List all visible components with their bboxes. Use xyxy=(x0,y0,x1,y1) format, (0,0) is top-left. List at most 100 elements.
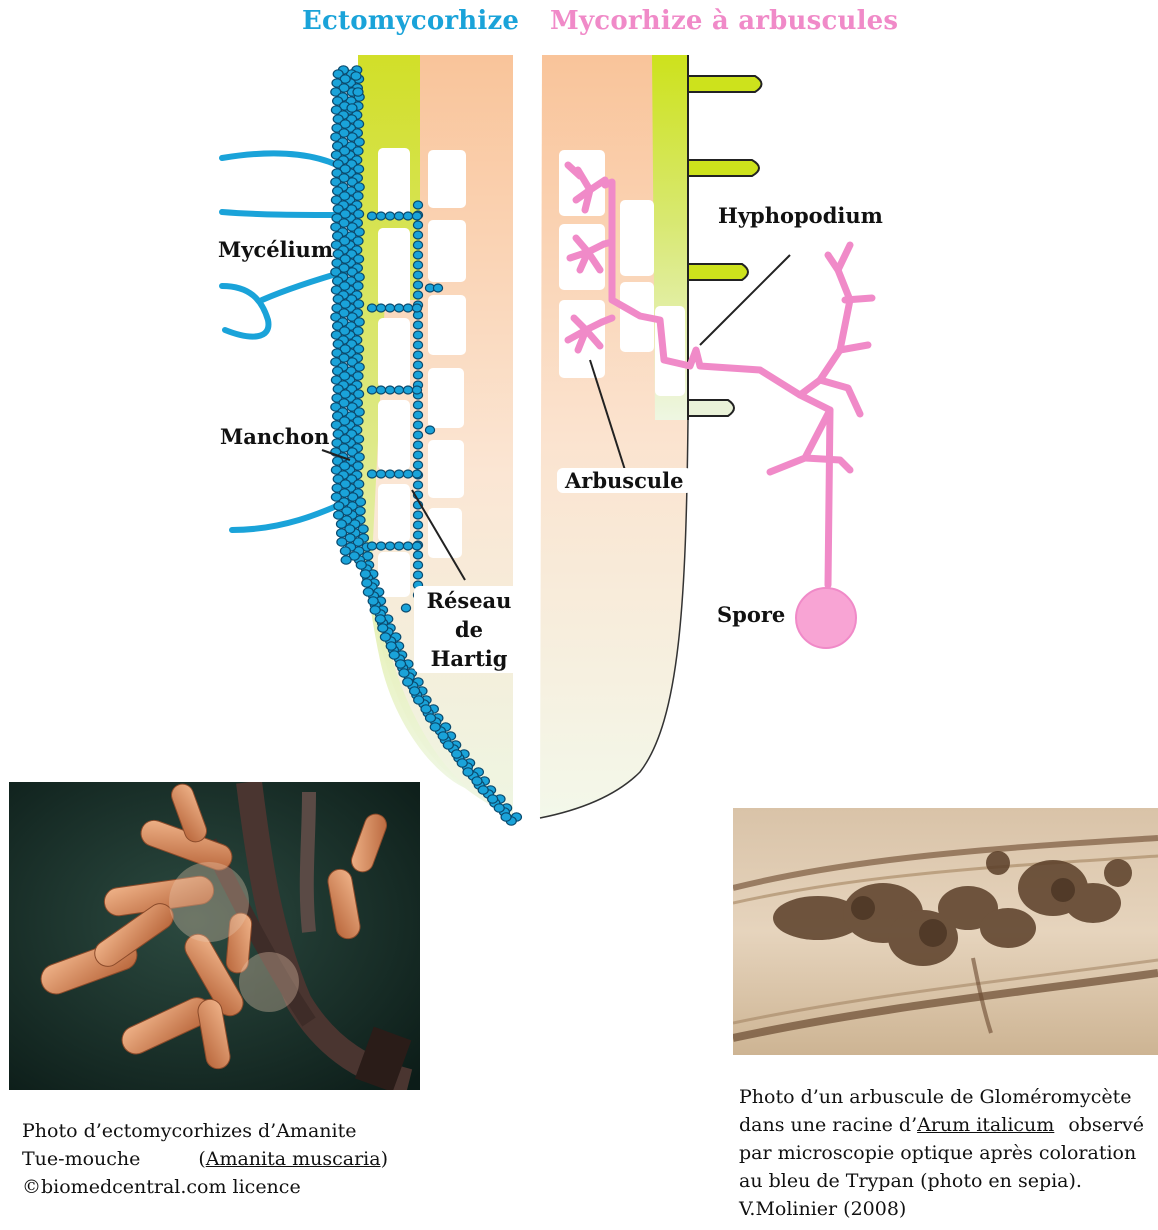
mantle-bead xyxy=(488,795,498,803)
mantle-bead xyxy=(426,714,436,722)
mantle-bead xyxy=(341,556,351,564)
hartig-bead xyxy=(376,470,385,478)
hartig-bead xyxy=(376,212,385,220)
hartig-bead xyxy=(385,542,394,550)
hartig-bead xyxy=(413,321,422,329)
hartig-bead xyxy=(413,361,422,369)
mantle-bead xyxy=(463,768,473,776)
hartig-bead xyxy=(413,221,422,229)
hartig-bead xyxy=(413,281,422,289)
spore-shape xyxy=(796,588,856,648)
mantle-bead xyxy=(362,579,372,587)
am-caption-line3: par microscopie optique après coloration xyxy=(739,1139,1144,1167)
hartig-bead xyxy=(413,341,422,349)
label-hyphopodium: Hyphopodium xyxy=(718,203,883,228)
label-arbuscule: Arbuscule xyxy=(557,468,692,493)
hartig-bead xyxy=(376,542,385,550)
mantle-bead xyxy=(399,669,409,677)
hartig-bead xyxy=(394,542,403,550)
label-hartig-line2: de xyxy=(414,615,524,644)
hartig-bead xyxy=(385,212,394,220)
hartig-bead xyxy=(385,386,394,394)
ectomycorrhiza-photo xyxy=(9,782,420,1090)
ecto-caption-prefix: Tue-mouche xyxy=(22,1145,140,1173)
mantle-bead xyxy=(363,588,373,596)
root-diagram xyxy=(0,0,1158,840)
hartig-bead xyxy=(413,291,422,299)
hartig-bead xyxy=(412,304,421,312)
label-spore: Spore xyxy=(717,602,785,627)
am-caption-line5: V.Molinier (2008) xyxy=(739,1195,1144,1223)
mantle-bead xyxy=(375,615,385,623)
ecto-caption-species: Amanita muscaria xyxy=(206,1148,381,1170)
mantle-bead xyxy=(414,696,424,704)
mantle-bead xyxy=(360,570,370,578)
label-hartig-line3: Hartig xyxy=(414,644,524,673)
mantle-bead xyxy=(421,705,431,713)
am-caption-species: Arum italicum xyxy=(917,1114,1054,1136)
mantle-bead xyxy=(443,741,453,749)
mantle-bead xyxy=(457,759,467,767)
hartig-bead xyxy=(413,201,422,209)
am-caption-prefix: dans une racine d’ xyxy=(739,1114,917,1136)
mantle-bead xyxy=(340,547,350,555)
hartig-bead xyxy=(367,386,376,394)
hartig-bead xyxy=(413,261,422,269)
mantle-bead xyxy=(494,804,504,812)
arbuscule-caption: Photo d’un arbuscule de Gloméromycète da… xyxy=(739,1083,1144,1223)
hartig-bead xyxy=(385,470,394,478)
mantle-bead xyxy=(389,651,399,659)
hartig-bead xyxy=(413,251,422,259)
ecto-caption-line2: Tue-mouche (Amanita muscaria) xyxy=(22,1145,388,1173)
hartig-bead xyxy=(413,431,422,439)
am-caption-line2: dans une racine d’Arum italicum observé xyxy=(739,1111,1144,1139)
hartig-bead xyxy=(403,212,412,220)
hartig-bead xyxy=(413,461,422,469)
hartig-bead xyxy=(367,212,376,220)
hartig-bead xyxy=(413,241,422,249)
hartig-bead xyxy=(413,561,422,569)
mantle-bead xyxy=(438,732,448,740)
mantle-bead xyxy=(368,597,378,605)
mantle-bead xyxy=(410,687,420,695)
hartig-bead xyxy=(367,304,376,312)
hartig-bead xyxy=(413,511,422,519)
label-hartig-net: Réseau de Hartig xyxy=(414,586,524,673)
hartig-bead xyxy=(425,426,434,434)
hartig-bead xyxy=(413,421,422,429)
hartig-bead xyxy=(403,542,412,550)
hartig-bead xyxy=(403,304,412,312)
mantle-bead xyxy=(347,104,357,112)
hartig-bead xyxy=(413,331,422,339)
hartig-bead xyxy=(412,212,421,220)
mantle-bead xyxy=(452,750,462,758)
hartig-bead xyxy=(376,304,385,312)
mantle-bead xyxy=(386,642,396,650)
hartig-bead xyxy=(403,470,412,478)
hartig-bead xyxy=(412,542,421,550)
hartig-bead xyxy=(413,551,422,559)
hartig-bead xyxy=(413,451,422,459)
hartig-bead xyxy=(413,351,422,359)
hartig-bead xyxy=(394,470,403,478)
hartig-bead xyxy=(394,212,403,220)
mantle-bead xyxy=(478,786,488,794)
hartig-bead xyxy=(413,531,422,539)
mantle-bead xyxy=(403,678,413,686)
hartig-bead xyxy=(394,386,403,394)
hartig-bead xyxy=(413,521,422,529)
ectomycorrhiza-caption: Photo d’ectomycorhizes d’Amanite Tue-mou… xyxy=(22,1117,388,1201)
hartig-bead xyxy=(413,481,422,489)
mantle-bead xyxy=(380,633,390,641)
hartig-bead xyxy=(413,401,422,409)
ecto-caption-species-wrap: (Amanita muscaria) xyxy=(198,1145,388,1173)
mantle-bead xyxy=(501,813,511,821)
label-mycelium: Mycélium xyxy=(218,237,333,262)
hartig-bead xyxy=(385,304,394,312)
am-caption-suffix: observé xyxy=(1068,1111,1144,1139)
hartig-bead xyxy=(413,441,422,449)
ecto-caption-line3: ©biomedcentral.com licence xyxy=(22,1173,388,1201)
hartig-bead xyxy=(413,231,422,239)
am-caption-line4: au bleu de Trypan (photo en sepia). xyxy=(739,1167,1144,1195)
mantle-bead xyxy=(396,660,406,668)
